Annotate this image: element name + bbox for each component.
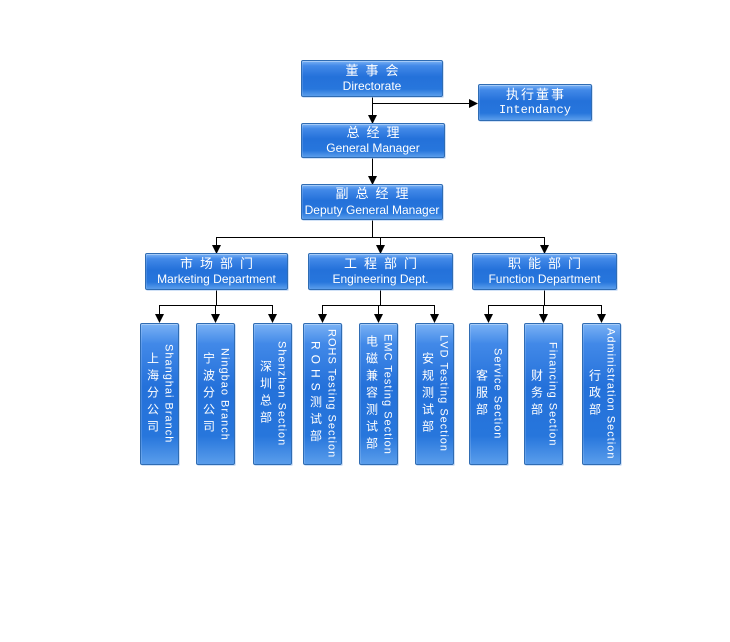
- node-label-zh: 总经理: [346, 124, 407, 140]
- node-label-en: Administration Section: [604, 328, 617, 460]
- org-node-directorate: 董事会 Directorate: [301, 60, 443, 97]
- node-label-en: Financing Section: [546, 341, 559, 447]
- node-label-en: Function Department: [488, 272, 601, 287]
- node-label-zh: 董事会: [345, 62, 406, 78]
- node-label-en: Marketing Department: [157, 272, 276, 287]
- org-node-shanghai-branch: 上海分公司 Shanghai Branch: [140, 323, 179, 465]
- org-node-lvd-testing-section: 安规测试部 LVD Testing Section: [415, 323, 454, 465]
- org-node-emc-testing-section: 电磁兼容测试部 EMC Testing Section: [359, 323, 398, 465]
- node-label-zh: 行政部: [587, 368, 602, 420]
- org-node-intendancy: 执行董事 Intendancy: [478, 84, 592, 121]
- node-label-zh: 执行董事: [505, 86, 566, 102]
- org-node-shenzhen-section: 深圳总部 Shenzhen Section: [253, 323, 292, 465]
- org-node-general-manager: 总经理 General Manager: [301, 123, 445, 158]
- node-label-en: LVD Testing Section: [437, 335, 450, 453]
- node-label-zh: 深圳总部: [258, 360, 273, 428]
- org-node-financing-section: 财务部 Financing Section: [524, 323, 563, 465]
- org-node-engineering-dept: 工程部门 Engineering Dept.: [308, 253, 453, 290]
- node-label-en: Service Section: [491, 348, 504, 440]
- node-label-zh: 上海分公司: [145, 351, 160, 437]
- node-label-zh: 工程部门: [343, 255, 424, 271]
- node-label-zh: 副总经理: [335, 186, 416, 202]
- node-label-zh: 宁波分公司: [201, 351, 216, 437]
- node-label-en: Ningbao Branch: [218, 347, 231, 441]
- node-label-zh: ROHS测试部: [308, 341, 323, 447]
- node-label-en: EMC Testing Section: [381, 333, 394, 455]
- node-label-en: General Manager: [326, 141, 420, 156]
- org-node-marketing-department: 市场部门 Marketing Department: [145, 253, 288, 290]
- node-label-en: Directorate: [342, 79, 402, 94]
- node-label-en: Deputy General Manager: [304, 202, 440, 217]
- org-node-ningbao-branch: 宁波分公司 Ningbao Branch: [196, 323, 235, 465]
- org-node-administration-section: 行政部 Administration Section: [582, 323, 621, 465]
- node-label-en: Engineering Dept.: [332, 272, 429, 287]
- node-label-zh: 客服部: [474, 368, 489, 420]
- node-label-zh: 安规测试部: [420, 351, 435, 437]
- node-label-en: ROHS Testing Section: [325, 329, 338, 459]
- org-node-deputy-general-manager: 副总经理 Deputy General Manager: [301, 184, 443, 220]
- org-node-service-section: 客服部 Service Section: [469, 323, 508, 465]
- node-label-en: Shanghai Branch: [162, 344, 175, 444]
- org-node-function-department: 职能部门 Function Department: [472, 253, 617, 290]
- node-label-zh: 职能部门: [507, 255, 588, 271]
- node-label-en: Shenzhen Section: [275, 341, 288, 447]
- node-label-en: Intendancy: [498, 103, 571, 118]
- node-label-zh: 市场部门: [179, 255, 260, 271]
- node-label-zh: 财务部: [529, 368, 544, 420]
- node-label-zh: 电磁兼容测试部: [364, 334, 379, 454]
- org-node-rohs-testing-section: ROHS测试部 ROHS Testing Section: [303, 323, 342, 465]
